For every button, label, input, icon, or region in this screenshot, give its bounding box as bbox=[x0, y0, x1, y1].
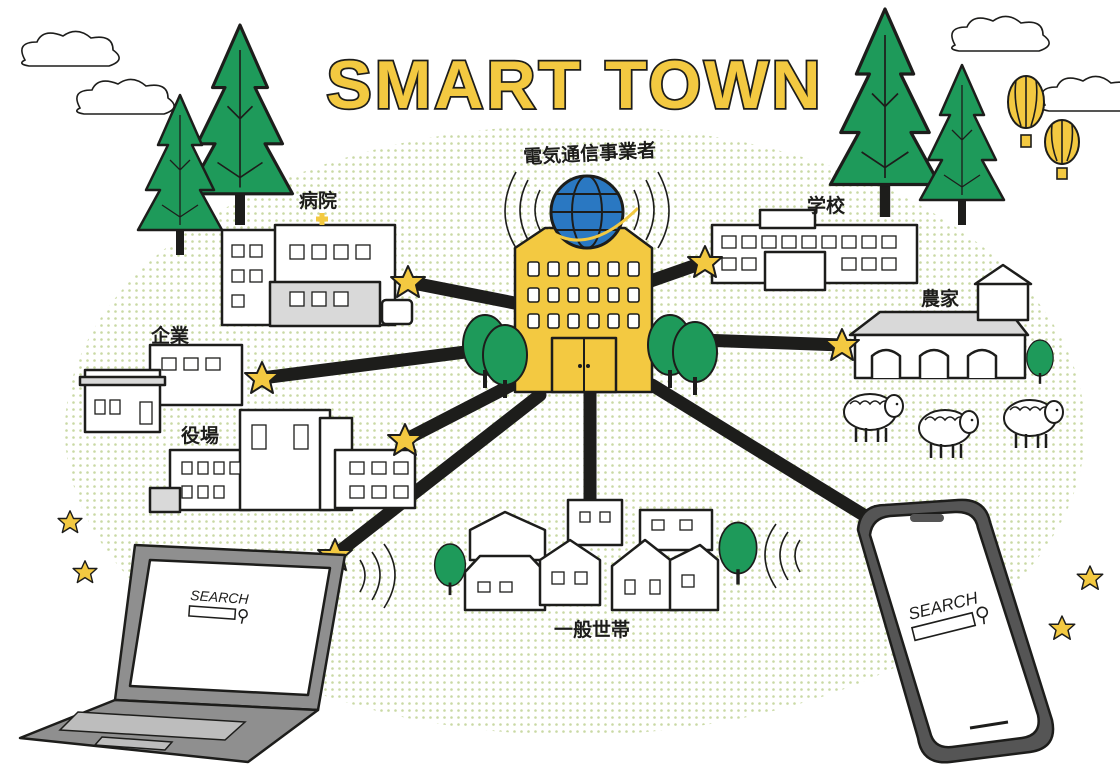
cloud-left-top bbox=[20, 30, 120, 67]
laptop-search-box[interactable] bbox=[188, 605, 237, 620]
cloud-left-bottom bbox=[76, 78, 175, 115]
telecom-building bbox=[513, 226, 654, 394]
houses-cluster bbox=[463, 498, 720, 612]
laptop-device: SEARCH bbox=[18, 543, 347, 764]
star-icon bbox=[57, 510, 83, 534]
signal-icon bbox=[504, 171, 670, 249]
smartphone-device: SEARCH bbox=[856, 498, 1055, 764]
school-building bbox=[710, 208, 919, 292]
ambulance-icon bbox=[380, 298, 414, 326]
star-icon bbox=[1076, 565, 1104, 590]
globe-icon bbox=[547, 174, 640, 250]
star-icon bbox=[1048, 615, 1076, 640]
balloon-icon bbox=[1007, 75, 1045, 148]
farm-label: 農家 bbox=[921, 287, 960, 310]
tree-icon bbox=[828, 7, 942, 219]
search-icon bbox=[238, 608, 248, 624]
signal-icon bbox=[359, 523, 801, 609]
cloud-right-top bbox=[950, 15, 1050, 52]
farm-building bbox=[848, 263, 1033, 380]
school-label: 学校 bbox=[807, 194, 846, 217]
city-hall-building bbox=[148, 408, 417, 514]
company-building bbox=[78, 343, 244, 434]
phone-search-box[interactable] bbox=[910, 611, 977, 642]
page-title: SMART TOWN bbox=[326, 47, 823, 123]
cloud-right-small bbox=[1041, 75, 1120, 112]
search-icon bbox=[976, 606, 989, 625]
building-windows bbox=[527, 261, 640, 329]
tree-icon bbox=[918, 63, 1006, 227]
hospital-label: 病院 bbox=[299, 189, 337, 212]
star-icon bbox=[72, 560, 98, 584]
hospital-building bbox=[220, 213, 414, 328]
laptop-search-label: SEARCH bbox=[190, 587, 250, 607]
city-hall-label: 役場 bbox=[181, 424, 219, 447]
company-label: 企業 bbox=[150, 324, 190, 347]
balloon-icon bbox=[1044, 119, 1080, 180]
households-label: 一般世帯 bbox=[554, 618, 630, 641]
